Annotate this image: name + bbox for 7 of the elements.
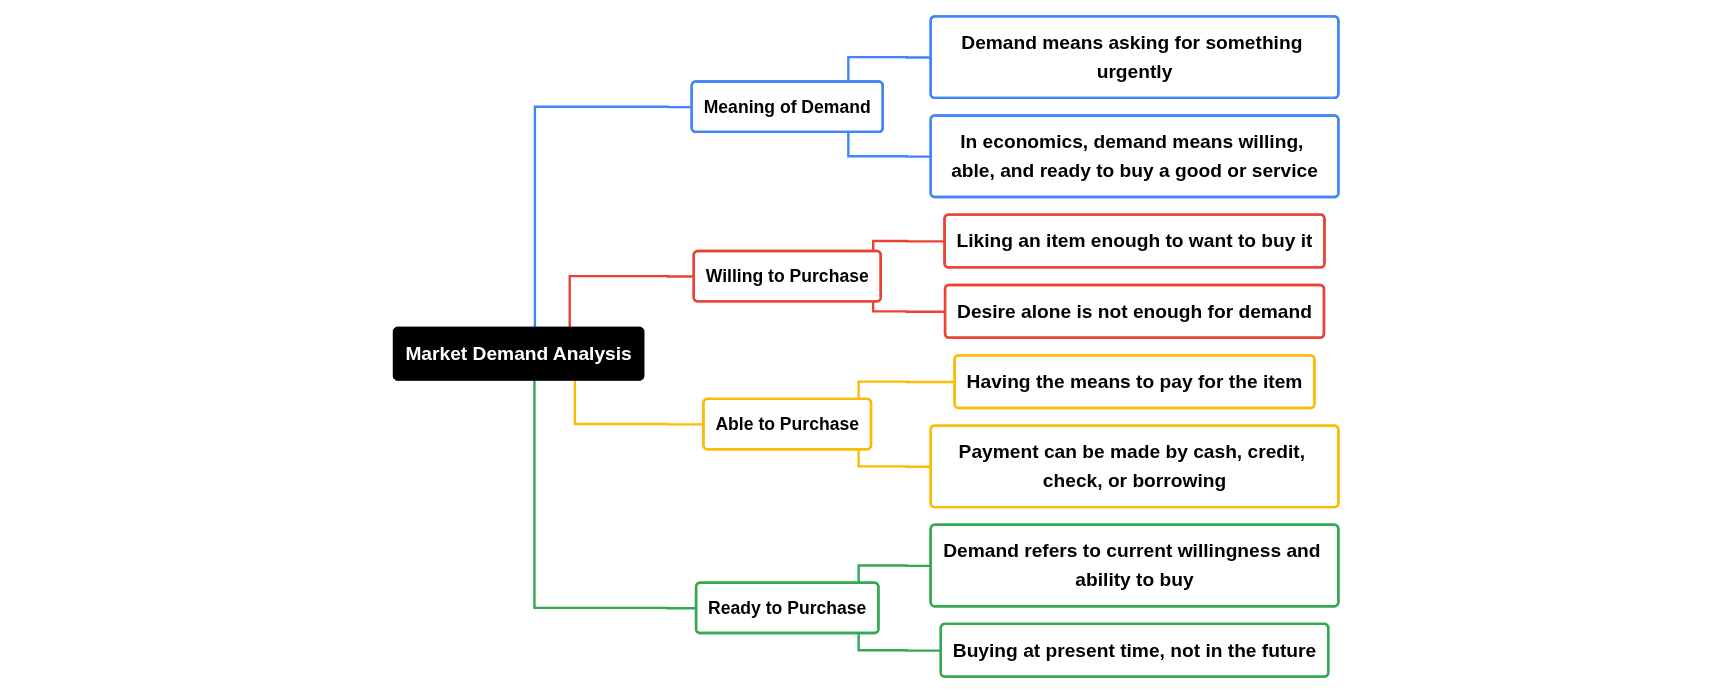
connector (846, 132, 931, 158)
connector (857, 633, 941, 652)
connector (573, 380, 704, 426)
connector (568, 274, 694, 328)
connector (533, 105, 692, 328)
connector (846, 55, 931, 82)
connector (857, 449, 931, 468)
